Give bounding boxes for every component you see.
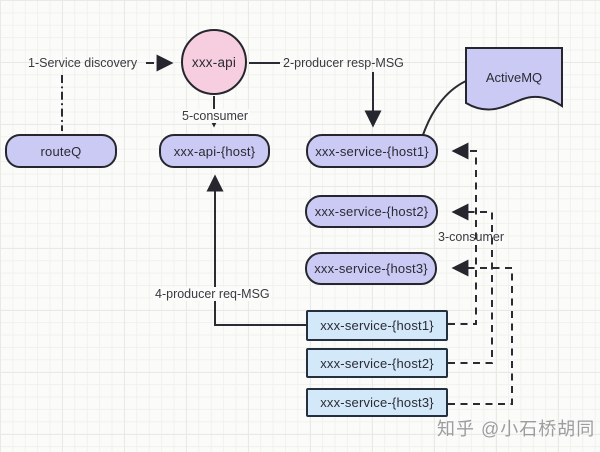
edge-activemq-curve bbox=[422, 80, 467, 136]
label-step5-consumer: 5-consumer bbox=[180, 109, 250, 123]
edge-consumer-chain-host1 bbox=[448, 142, 477, 325]
node-service-host3: xxx-service-{host3} bbox=[305, 252, 437, 285]
node-instance-host2: xxx-service-{host2} bbox=[306, 348, 448, 378]
node-activemq-label: ActiveMQ bbox=[485, 69, 543, 85]
node-instance-host1: xxx-service-{host1} bbox=[306, 310, 448, 341]
node-service-host2: xxx-service-{host2} bbox=[305, 195, 438, 228]
label-step4-producer-req: 4-producer req-MSG bbox=[153, 287, 272, 301]
node-service-host1: xxx-service-{host1} bbox=[306, 134, 438, 168]
shape-activemq-document bbox=[465, 47, 563, 111]
label-step2-producer-resp: 2-producer resp-MSG bbox=[283, 56, 404, 70]
edge-producer-req-arrow bbox=[206, 174, 306, 326]
node-xxx-api-host: xxx-api-{host} bbox=[159, 134, 270, 168]
node-xxx-api: xxx-api bbox=[181, 29, 247, 95]
label-step1-service-discovery: 1-Service discovery bbox=[28, 56, 138, 70]
label-step3-consumer: 3-consumer bbox=[438, 230, 504, 244]
watermark-text: 知乎 @小石桥胡同 bbox=[437, 419, 596, 439]
node-instance-host3: xxx-service-{host3} bbox=[306, 388, 448, 417]
edge-consumer-chain-host3 bbox=[448, 259, 513, 405]
edge-consumer-chain-host2 bbox=[448, 203, 493, 364]
node-routeq: routeQ bbox=[5, 134, 117, 168]
